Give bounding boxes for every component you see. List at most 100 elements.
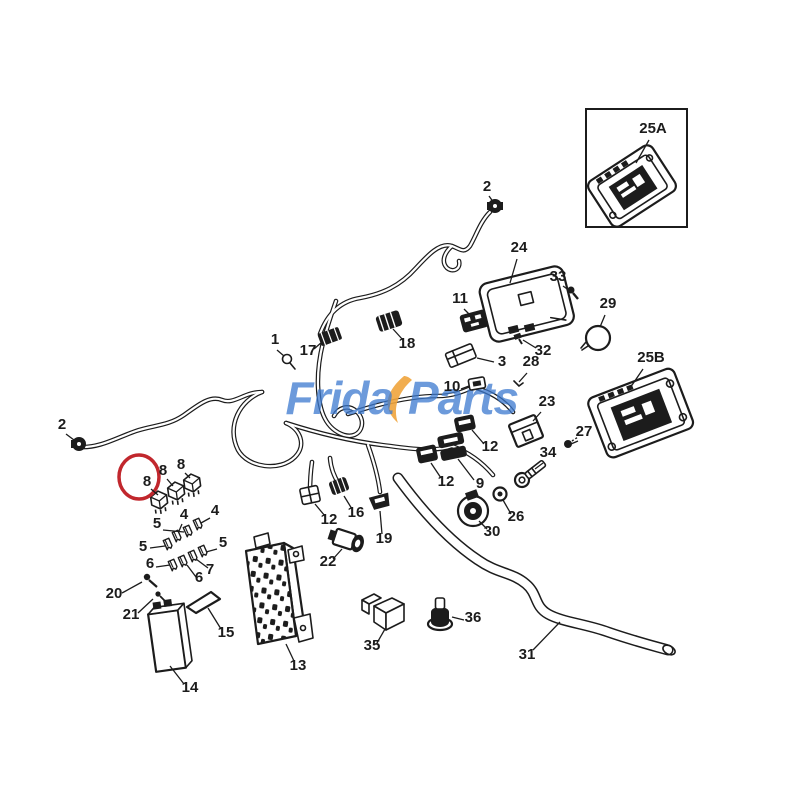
- leader-line: [155, 564, 171, 568]
- leader-line: [178, 523, 183, 532]
- leader-line: [509, 258, 518, 284]
- part-number-label: 12: [482, 438, 499, 455]
- screw-32: [513, 332, 523, 345]
- controller-module-25b: [587, 367, 695, 459]
- leader-line: [314, 503, 326, 517]
- watermark-text-left: Frida: [286, 372, 394, 424]
- part-number-label: 25B: [637, 349, 665, 366]
- sensor-22: [327, 527, 364, 553]
- leader-line: [332, 548, 343, 560]
- leader-line: [451, 616, 465, 621]
- part-number-label: 27: [576, 423, 593, 440]
- fuse-box-13: [244, 532, 314, 646]
- leader-line: [285, 643, 295, 662]
- controller-module-25a: [587, 144, 677, 228]
- bolt-20: [143, 573, 158, 588]
- part-number-label: 22: [320, 553, 337, 570]
- leader-line: [276, 349, 285, 357]
- part-number-label: 8: [177, 456, 185, 473]
- part-number-label: 13: [290, 657, 307, 674]
- part-number-label: 10: [444, 378, 461, 395]
- leader-line: [522, 339, 537, 349]
- leader-line: [488, 195, 495, 204]
- part-number-label: 31: [519, 646, 536, 663]
- screw-21: [155, 591, 166, 602]
- cable-tie-1: [281, 353, 296, 370]
- leader-line: [471, 429, 485, 445]
- part-number-label: 5: [153, 515, 161, 532]
- controller-module-24: [478, 265, 575, 343]
- part-number-label: 28: [523, 353, 540, 370]
- part-number-label: 33: [550, 268, 567, 285]
- leader-line: [478, 520, 488, 530]
- part-number-label: 26: [508, 508, 525, 525]
- leader-line: [570, 440, 579, 445]
- connector-2-top: [487, 199, 503, 213]
- part-number-label: 29: [600, 295, 617, 312]
- part-number-label: 5: [139, 538, 147, 555]
- pin-28: [513, 380, 524, 387]
- part-number-label: 25A: [639, 120, 667, 137]
- leader-line: [150, 488, 159, 496]
- screw-27: [564, 436, 579, 448]
- leader-line: [532, 621, 561, 651]
- connector-19: [368, 492, 390, 510]
- part-number-label: 4: [180, 506, 189, 523]
- battery-box-14: [147, 599, 193, 673]
- leader-line: [169, 665, 185, 685]
- relay-23: [508, 414, 544, 448]
- part-number-label: 5: [219, 534, 227, 551]
- leader-line: [457, 458, 475, 481]
- part-number-label: 23: [539, 393, 556, 410]
- part-number-label: 9: [476, 475, 484, 492]
- connector-2-left: [71, 437, 86, 451]
- connector-3: [444, 343, 477, 368]
- part-number-label: 32: [535, 342, 552, 359]
- part-number-label: 18: [399, 335, 416, 352]
- part-number-label: 14: [182, 679, 199, 696]
- part-number-label: 3: [498, 353, 506, 370]
- leader-line: [207, 607, 222, 630]
- part-number-label: 36: [465, 609, 482, 626]
- part-number-label: 20: [106, 585, 123, 602]
- part-number-label: 7: [206, 561, 214, 578]
- part-number-label: 6: [195, 569, 203, 586]
- leader-line: [149, 545, 166, 549]
- part-number-label: 19: [376, 530, 393, 547]
- connector-17: [317, 327, 342, 346]
- leader-line: [343, 495, 353, 510]
- leader-line: [200, 517, 211, 524]
- connector-18: [375, 310, 403, 332]
- conduit-tube-31: [398, 478, 676, 656]
- leader-line: [121, 581, 143, 594]
- part-number-label: 35: [364, 637, 381, 654]
- part-number-label: 4: [211, 502, 220, 519]
- leader-line: [186, 564, 197, 578]
- part-number-label: 12: [321, 511, 338, 528]
- leader-line: [65, 433, 75, 441]
- highlight-circle: [117, 453, 161, 501]
- connector-9: [437, 432, 467, 461]
- leader-line: [313, 341, 323, 350]
- leader-line: [463, 308, 472, 317]
- leader-line: [599, 314, 606, 328]
- part-number-label: 11: [452, 290, 468, 307]
- leader-line: [205, 548, 218, 553]
- leader-line: [184, 472, 191, 479]
- leader-line: [534, 462, 544, 470]
- connector-16: [328, 477, 350, 495]
- part-number-label: 2: [483, 178, 491, 195]
- leader-line: [195, 558, 209, 569]
- screw-33: [567, 286, 579, 300]
- key-34: [513, 460, 547, 489]
- watermark-swoosh-icon: [387, 376, 412, 423]
- connector-10: [467, 376, 487, 391]
- connector-12-left: [416, 444, 438, 464]
- callout-labels: 25A224332925B273228111831017121291234263…: [58, 120, 667, 696]
- part-number-label: 17: [300, 342, 317, 359]
- part-number-label: 2: [58, 416, 66, 433]
- leader-line: [502, 499, 512, 515]
- relay-35: [361, 593, 405, 631]
